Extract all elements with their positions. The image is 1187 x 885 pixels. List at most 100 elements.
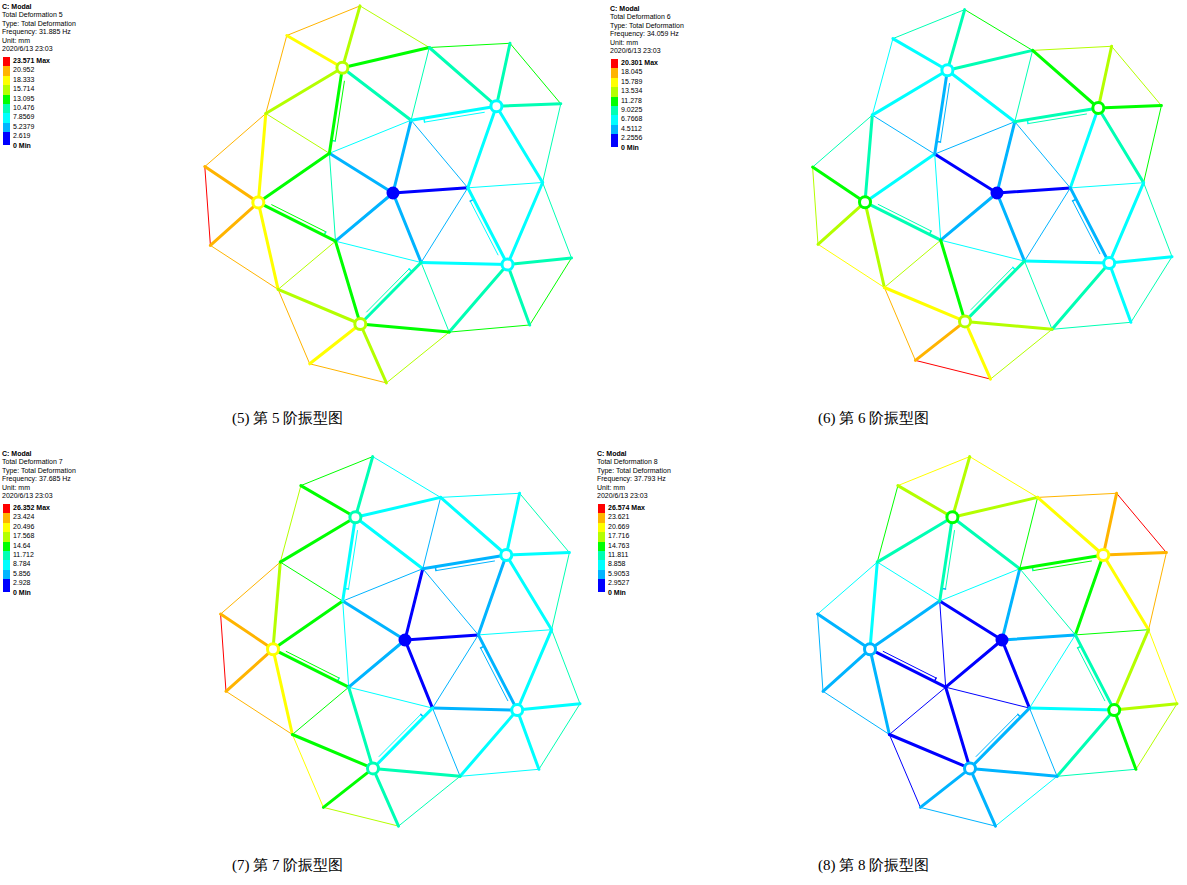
thin-member bbox=[433, 635, 479, 708]
main-member bbox=[898, 486, 953, 518]
legend-swatch bbox=[611, 87, 618, 96]
edge-member bbox=[520, 493, 570, 552]
legend-value: 5.856 bbox=[13, 569, 31, 578]
center-hub bbox=[992, 188, 1003, 199]
legend-swatch bbox=[3, 570, 10, 579]
legend-swatch bbox=[598, 560, 605, 569]
main-member bbox=[1033, 50, 1099, 108]
main-member bbox=[221, 614, 273, 649]
thin-member bbox=[1015, 50, 1033, 121]
legend-swatch bbox=[3, 123, 10, 132]
center-hub bbox=[388, 188, 399, 199]
main-member bbox=[329, 153, 393, 193]
center-hub bbox=[997, 635, 1008, 646]
main-member bbox=[301, 486, 356, 518]
edge-member bbox=[996, 776, 1058, 826]
main-member bbox=[441, 497, 507, 555]
main-member bbox=[889, 735, 970, 769]
header-line: Type: Total Deformation bbox=[610, 22, 684, 30]
legend-value: 14.64 bbox=[13, 541, 31, 550]
main-member bbox=[965, 321, 991, 379]
brace-member bbox=[1073, 201, 1100, 254]
hub-node bbox=[947, 512, 958, 523]
hub-node bbox=[253, 197, 264, 208]
edge-member bbox=[205, 114, 266, 167]
legend-value: 20.496 bbox=[13, 522, 34, 531]
main-member bbox=[278, 289, 360, 324]
main-member bbox=[1025, 261, 1110, 263]
main-member bbox=[1002, 640, 1030, 708]
edge-member bbox=[543, 183, 572, 259]
thin-member bbox=[329, 120, 411, 153]
main-member bbox=[508, 183, 543, 265]
thin-member bbox=[1075, 630, 1148, 635]
main-member bbox=[226, 649, 273, 691]
figure-caption: (7) 第 7 阶振型图 bbox=[232, 856, 343, 874]
legend-swatch bbox=[598, 542, 605, 551]
header-line: 2020/6/13 23:03 bbox=[610, 47, 684, 55]
thin-member bbox=[940, 601, 946, 687]
edge-member bbox=[915, 360, 990, 379]
header-line: C: Modal bbox=[610, 5, 684, 13]
main-member bbox=[355, 517, 422, 568]
thin-member bbox=[946, 687, 1030, 708]
main-member bbox=[506, 493, 519, 555]
thin-member bbox=[349, 687, 433, 708]
legend-value: 4.5112 bbox=[621, 124, 642, 133]
main-member bbox=[405, 569, 423, 640]
hub-node bbox=[1098, 550, 1109, 561]
brace-member bbox=[481, 648, 508, 701]
main-member bbox=[946, 687, 970, 768]
legend-swatch bbox=[3, 142, 10, 145]
main-member bbox=[1070, 188, 1109, 263]
edge-member bbox=[301, 457, 373, 486]
figure-caption: (6) 第 6 阶振型图 bbox=[818, 409, 929, 427]
edge-member bbox=[323, 807, 398, 826]
edge-member bbox=[898, 457, 970, 486]
main-member bbox=[870, 562, 877, 649]
thin-member bbox=[1030, 708, 1058, 776]
main-member bbox=[355, 457, 372, 518]
thin-member bbox=[411, 120, 468, 188]
hub-node bbox=[865, 644, 876, 655]
legend-value: 9.0225 bbox=[621, 105, 642, 114]
main-member bbox=[273, 601, 343, 649]
thin-member bbox=[1020, 497, 1038, 568]
edge-member bbox=[221, 562, 281, 614]
main-member bbox=[360, 263, 421, 325]
main-member bbox=[423, 555, 507, 569]
legend-swatch bbox=[3, 551, 10, 560]
main-member bbox=[941, 193, 997, 240]
brace-member bbox=[971, 267, 1013, 309]
edge-member bbox=[205, 167, 211, 246]
edge-member bbox=[1112, 46, 1162, 105]
main-member bbox=[478, 635, 517, 710]
main-member bbox=[952, 517, 1019, 568]
legend-value: 11.811 bbox=[608, 550, 628, 559]
main-member bbox=[823, 649, 870, 691]
main-member bbox=[997, 122, 1015, 193]
main-member bbox=[1109, 183, 1143, 263]
thin-member bbox=[935, 154, 941, 240]
main-member bbox=[872, 70, 947, 115]
hub-node bbox=[965, 763, 976, 774]
header-line: Unit: mm bbox=[2, 484, 76, 492]
legend-value: 13.095 bbox=[13, 94, 34, 103]
hub-node bbox=[502, 259, 513, 270]
hub-node bbox=[1109, 705, 1120, 716]
brace-member bbox=[878, 204, 931, 231]
edge-member bbox=[373, 457, 441, 498]
legend-value: 5.9053 bbox=[608, 569, 629, 578]
hub-node bbox=[1104, 258, 1115, 269]
main-member bbox=[210, 202, 258, 245]
figure-caption: (5) 第 5 阶振型图 bbox=[232, 409, 343, 427]
edge-member bbox=[1033, 46, 1112, 50]
main-member bbox=[1030, 708, 1115, 710]
edge-member bbox=[823, 691, 889, 734]
legend-value: 18.045 bbox=[621, 67, 642, 76]
brace-member bbox=[976, 714, 1018, 756]
result-header: C: ModalTotal Deformation 8Type: Total D… bbox=[597, 450, 671, 500]
legend-swatch bbox=[598, 589, 605, 592]
edge-member bbox=[813, 167, 818, 244]
